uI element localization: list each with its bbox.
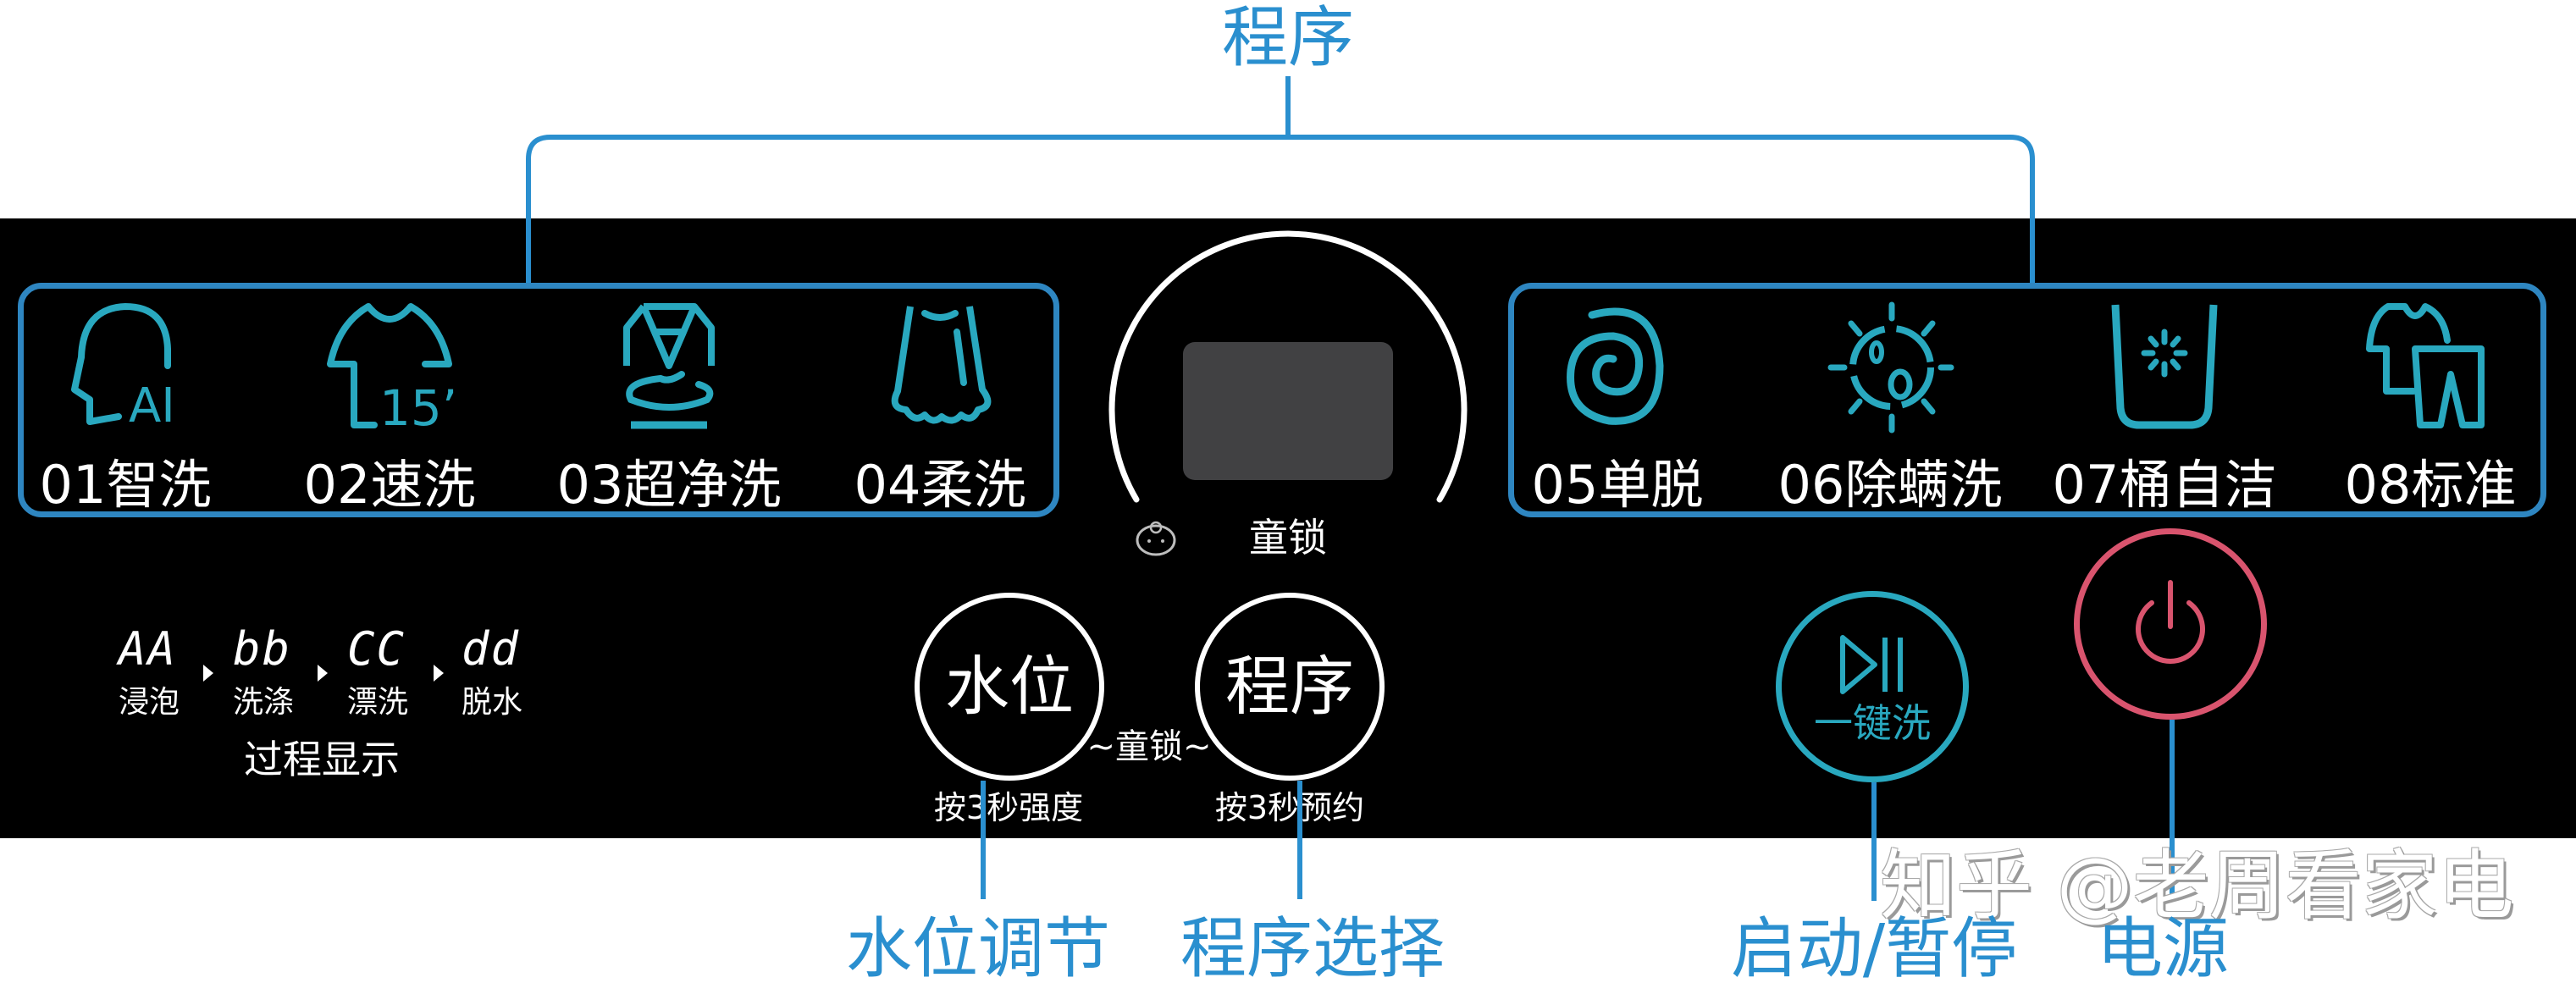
arrow-right-icon bbox=[203, 665, 213, 682]
process-step-soak: AA 浸泡 bbox=[119, 627, 180, 718]
power-button[interactable] bbox=[2074, 528, 2267, 720]
segment-code: AA bbox=[119, 622, 178, 676]
arrow-right-icon bbox=[318, 665, 328, 682]
program-group-right bbox=[1508, 283, 2546, 517]
start-pause-callout-line bbox=[1871, 782, 1877, 901]
water-level-callout: 水位调节 bbox=[845, 911, 1111, 987]
process-step-wash: bb 洗涤 bbox=[233, 627, 294, 718]
power-callout: 电源 bbox=[2096, 911, 2230, 987]
program-04-gentle-wash[interactable]: 04柔洗 bbox=[817, 298, 1063, 511]
program-07-tub-self-clean[interactable]: 07桶自洁 bbox=[2042, 298, 2287, 511]
arrow-right-icon bbox=[434, 665, 444, 682]
power-icon bbox=[2136, 580, 2205, 664]
program-02-quick-wash[interactable]: 15’ 02速洗 bbox=[267, 298, 512, 511]
one-key-wash-label: 一键洗 bbox=[1814, 700, 1931, 746]
segment-code: dd bbox=[462, 622, 521, 676]
spiral-icon bbox=[1567, 307, 1664, 425]
watermark: 知乎 @老周看家电 bbox=[1880, 842, 2514, 930]
process-display-title: 过程显示 bbox=[244, 737, 400, 782]
program-label: 05单脱 bbox=[1531, 454, 1704, 516]
program-label: 04柔洗 bbox=[854, 454, 1026, 516]
skirt-icon bbox=[891, 306, 992, 424]
program-button[interactable]: 程序 bbox=[1195, 593, 1385, 781]
ai-head-icon: AI bbox=[71, 303, 175, 433]
program-bracket bbox=[526, 135, 2035, 284]
program-label: 03超净洗 bbox=[556, 454, 782, 516]
water-level-button[interactable]: 水位 bbox=[915, 593, 1104, 781]
svg-text:15’: 15’ bbox=[379, 379, 457, 433]
start-pause-callout: 启动/暂停 bbox=[1730, 911, 2018, 987]
step-label: 洗涤 bbox=[233, 685, 295, 720]
program-06-mite-removal[interactable]: 06除螨洗 bbox=[1767, 298, 2013, 511]
segment-code: CC bbox=[347, 622, 406, 676]
step-label: 浸泡 bbox=[119, 685, 180, 720]
water-level-hold-hint: 按3秒强度 bbox=[933, 789, 1084, 826]
water-level-label: 水位 bbox=[945, 649, 1074, 724]
baby-face-icon bbox=[1136, 521, 1176, 556]
program-01-smart-wash[interactable]: AI 01智洗 bbox=[3, 298, 248, 511]
program-label: 01智洗 bbox=[39, 454, 212, 516]
mite-germ-icon bbox=[1827, 301, 1954, 433]
program-select-callout: 程序选择 bbox=[1180, 911, 1446, 987]
step-label: 脱水 bbox=[462, 685, 523, 720]
program-label: 程序 bbox=[1225, 649, 1354, 724]
child-lock-label: 童锁 bbox=[1249, 515, 1327, 561]
tshirt-15min-icon: 15’ bbox=[327, 303, 457, 433]
svg-text:AI: AI bbox=[129, 378, 175, 433]
segment-code: bb bbox=[233, 622, 292, 676]
step-label: 漂洗 bbox=[347, 685, 409, 720]
program-callout-title: 程序 bbox=[1221, 0, 1355, 76]
program-label: 06除螨洗 bbox=[1777, 454, 2003, 516]
program-dial-arc[interactable] bbox=[1101, 229, 1475, 516]
shirt-pants-icon bbox=[2366, 303, 2485, 428]
play-pause-icon bbox=[1840, 635, 1903, 694]
child-lock-combo-label: ~童锁~ bbox=[1086, 727, 1212, 766]
start-pause-button[interactable]: 一键洗 bbox=[1776, 591, 1969, 782]
program-05-spin-only[interactable]: 05单脱 bbox=[1495, 298, 1740, 511]
program-group-left bbox=[18, 283, 1059, 517]
water-level-callout-line bbox=[981, 781, 986, 899]
process-step-rinse: CC 漂洗 bbox=[347, 627, 408, 718]
process-step-spin: dd 脱水 bbox=[462, 627, 522, 718]
program-label: 07桶自洁 bbox=[2052, 454, 2277, 516]
display-screen bbox=[1183, 342, 1393, 480]
program-select-callout-line bbox=[1297, 781, 1302, 899]
program-callout-stem bbox=[1285, 76, 1291, 135]
tub-sparkle-icon bbox=[2111, 304, 2218, 429]
program-08-standard[interactable]: 08标准 bbox=[2308, 298, 2553, 511]
program-label: 08标准 bbox=[2344, 454, 2517, 516]
program-hold-hint: 按3秒预约 bbox=[1214, 789, 1365, 826]
shirt-swirl-icon bbox=[623, 303, 715, 429]
program-03-super-clean[interactable]: 03超净洗 bbox=[546, 298, 792, 511]
power-callout-line bbox=[2170, 720, 2175, 899]
program-label: 02速洗 bbox=[303, 454, 476, 516]
